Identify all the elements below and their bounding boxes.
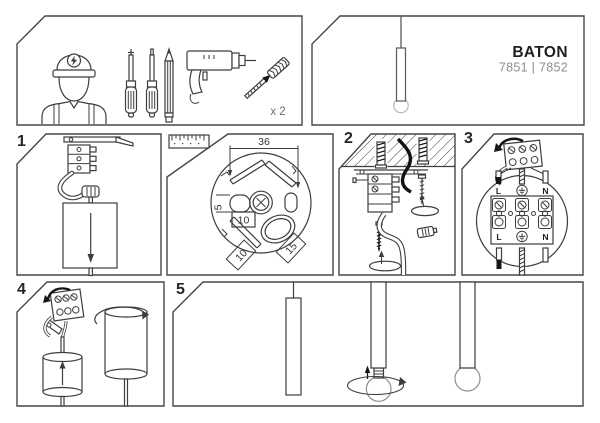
neutral-wire xyxy=(542,170,549,184)
canopy-mounting-illustration xyxy=(42,287,149,407)
mounting-bracket xyxy=(352,169,428,213)
mounting-arm xyxy=(115,136,134,147)
bracket-mini xyxy=(43,287,85,338)
dim-hole-spacing: 36 xyxy=(258,136,270,148)
wall-anchor-icon xyxy=(374,141,388,169)
dim-hole-width: 10 xyxy=(238,215,250,227)
mounting-plate-diagram: 10 5 xyxy=(210,136,312,271)
drill-icon xyxy=(186,50,256,104)
bracket-terminal-illustration xyxy=(57,136,134,277)
cord-grip xyxy=(81,185,100,198)
pencil-icon xyxy=(164,47,174,123)
insert-motion-icon xyxy=(410,194,440,217)
terminal-block: L N xyxy=(490,195,554,245)
cord-grip xyxy=(416,225,438,239)
bulb-installation xyxy=(346,281,407,402)
slot-top-left xyxy=(229,159,266,185)
terminal-block xyxy=(67,144,97,174)
ground-icon xyxy=(516,230,528,243)
ceiling-mounting-illustration xyxy=(341,134,455,276)
panel-step5 xyxy=(172,281,584,407)
light-bulb-icon xyxy=(454,365,481,392)
live-label-bottom: L xyxy=(496,232,501,242)
product-name: BATON xyxy=(512,44,568,61)
insert-motion-icon xyxy=(368,250,402,272)
ruler-icon xyxy=(168,134,210,149)
neutral-label-top: N xyxy=(542,186,548,196)
product-models: 7851 | 7852 xyxy=(499,61,568,75)
ground-icon xyxy=(516,184,528,197)
neutral-label-bottom: N xyxy=(542,232,548,242)
mains-cable xyxy=(396,137,413,194)
bracket-mini xyxy=(494,137,545,186)
keyhole-oval xyxy=(260,214,296,244)
panel-step4 xyxy=(16,281,165,407)
wall-anchor-icon xyxy=(416,137,430,165)
hole-right xyxy=(284,192,298,213)
slot-top-right xyxy=(264,160,297,188)
panel-step1 xyxy=(16,133,162,277)
rotation-arrow-icon xyxy=(346,375,405,396)
step-1-label: 1 xyxy=(17,133,26,150)
step-2-label: 2 xyxy=(344,130,353,147)
dim-36-callout: 36 xyxy=(227,136,301,189)
step-5-label: 5 xyxy=(176,281,185,298)
canopy-cylinder xyxy=(42,351,83,407)
down-arrow-icon xyxy=(87,254,94,263)
panel-plate: 10 5 xyxy=(166,133,334,276)
rotate-wire-arrow-icon xyxy=(46,287,71,300)
dim-hole-offset: 5 xyxy=(213,204,225,210)
pendant-tube xyxy=(285,282,302,396)
up-arrow-icon xyxy=(364,365,371,373)
canopy-cylinder-twist xyxy=(94,306,149,407)
pendant-complete xyxy=(454,281,481,392)
center-screw-icon xyxy=(249,190,273,215)
wall-plug-icon: x 2 xyxy=(243,57,290,118)
flat-screwdriver-icon xyxy=(145,48,159,118)
panel-step3: L N xyxy=(461,133,584,276)
panel-step2 xyxy=(338,133,456,276)
step-3-label: 3 xyxy=(464,130,473,147)
step-4-label: 4 xyxy=(17,281,26,298)
panel-title: BATON 7851 | 7852 xyxy=(311,15,585,126)
panel-tools: x 2 xyxy=(16,15,303,126)
wiring-detail-illustration: L N xyxy=(475,137,569,276)
electrician-icon xyxy=(41,53,107,124)
phillips-screwdriver-icon xyxy=(124,49,138,118)
pendant-lamp-icon xyxy=(393,16,409,114)
live-label-top: L xyxy=(496,186,501,196)
light-bulb-icon xyxy=(365,376,392,402)
up-arrow-icon xyxy=(59,361,66,369)
anchor-quantity-label: x 2 xyxy=(270,106,285,118)
slot-bottom-left xyxy=(229,216,262,249)
final-assembly-illustration xyxy=(285,281,481,402)
